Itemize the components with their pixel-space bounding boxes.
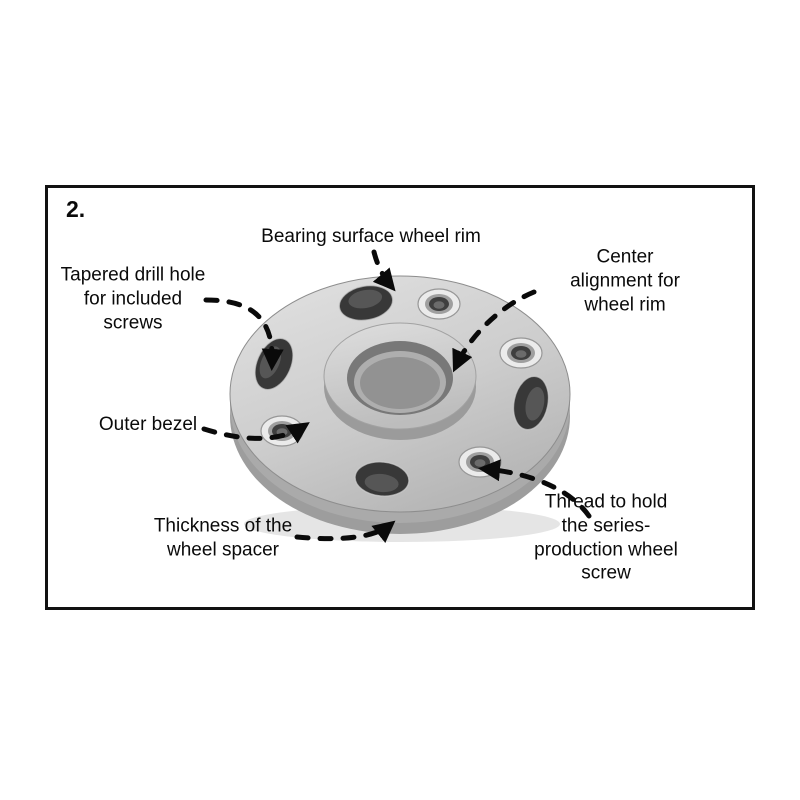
step-number: 2.: [66, 196, 86, 222]
center-collar: [323, 322, 477, 440]
label-center-alignment: Center alignment for wheel rim: [570, 246, 680, 315]
diagram-frame: 2. Bearing surface wheel rim Tapered dri…: [45, 185, 755, 610]
thread-arrow: [478, 459, 592, 519]
label-outer-bezel: Outer bezel: [98, 414, 198, 436]
wheel-spacer-illustration: [229, 275, 571, 542]
label-tapered-drill-hole: Tapered drill hole for included screws: [60, 264, 206, 333]
label-thread: Thread to hold the series- production wh…: [534, 491, 678, 584]
outer-bezel-arrow: [201, 422, 310, 444]
label-thickness: Thickness of the wheel spacer: [153, 515, 293, 560]
diagram-canvas: [201, 249, 592, 543]
thickness-arrow: [294, 520, 396, 543]
center-alignment-arrow: [452, 289, 537, 373]
label-bearing-surface: Bearing surface wheel rim: [261, 226, 481, 248]
tapered-hole-arrow: [203, 297, 284, 371]
bearing-surface-arrow: [371, 249, 396, 292]
